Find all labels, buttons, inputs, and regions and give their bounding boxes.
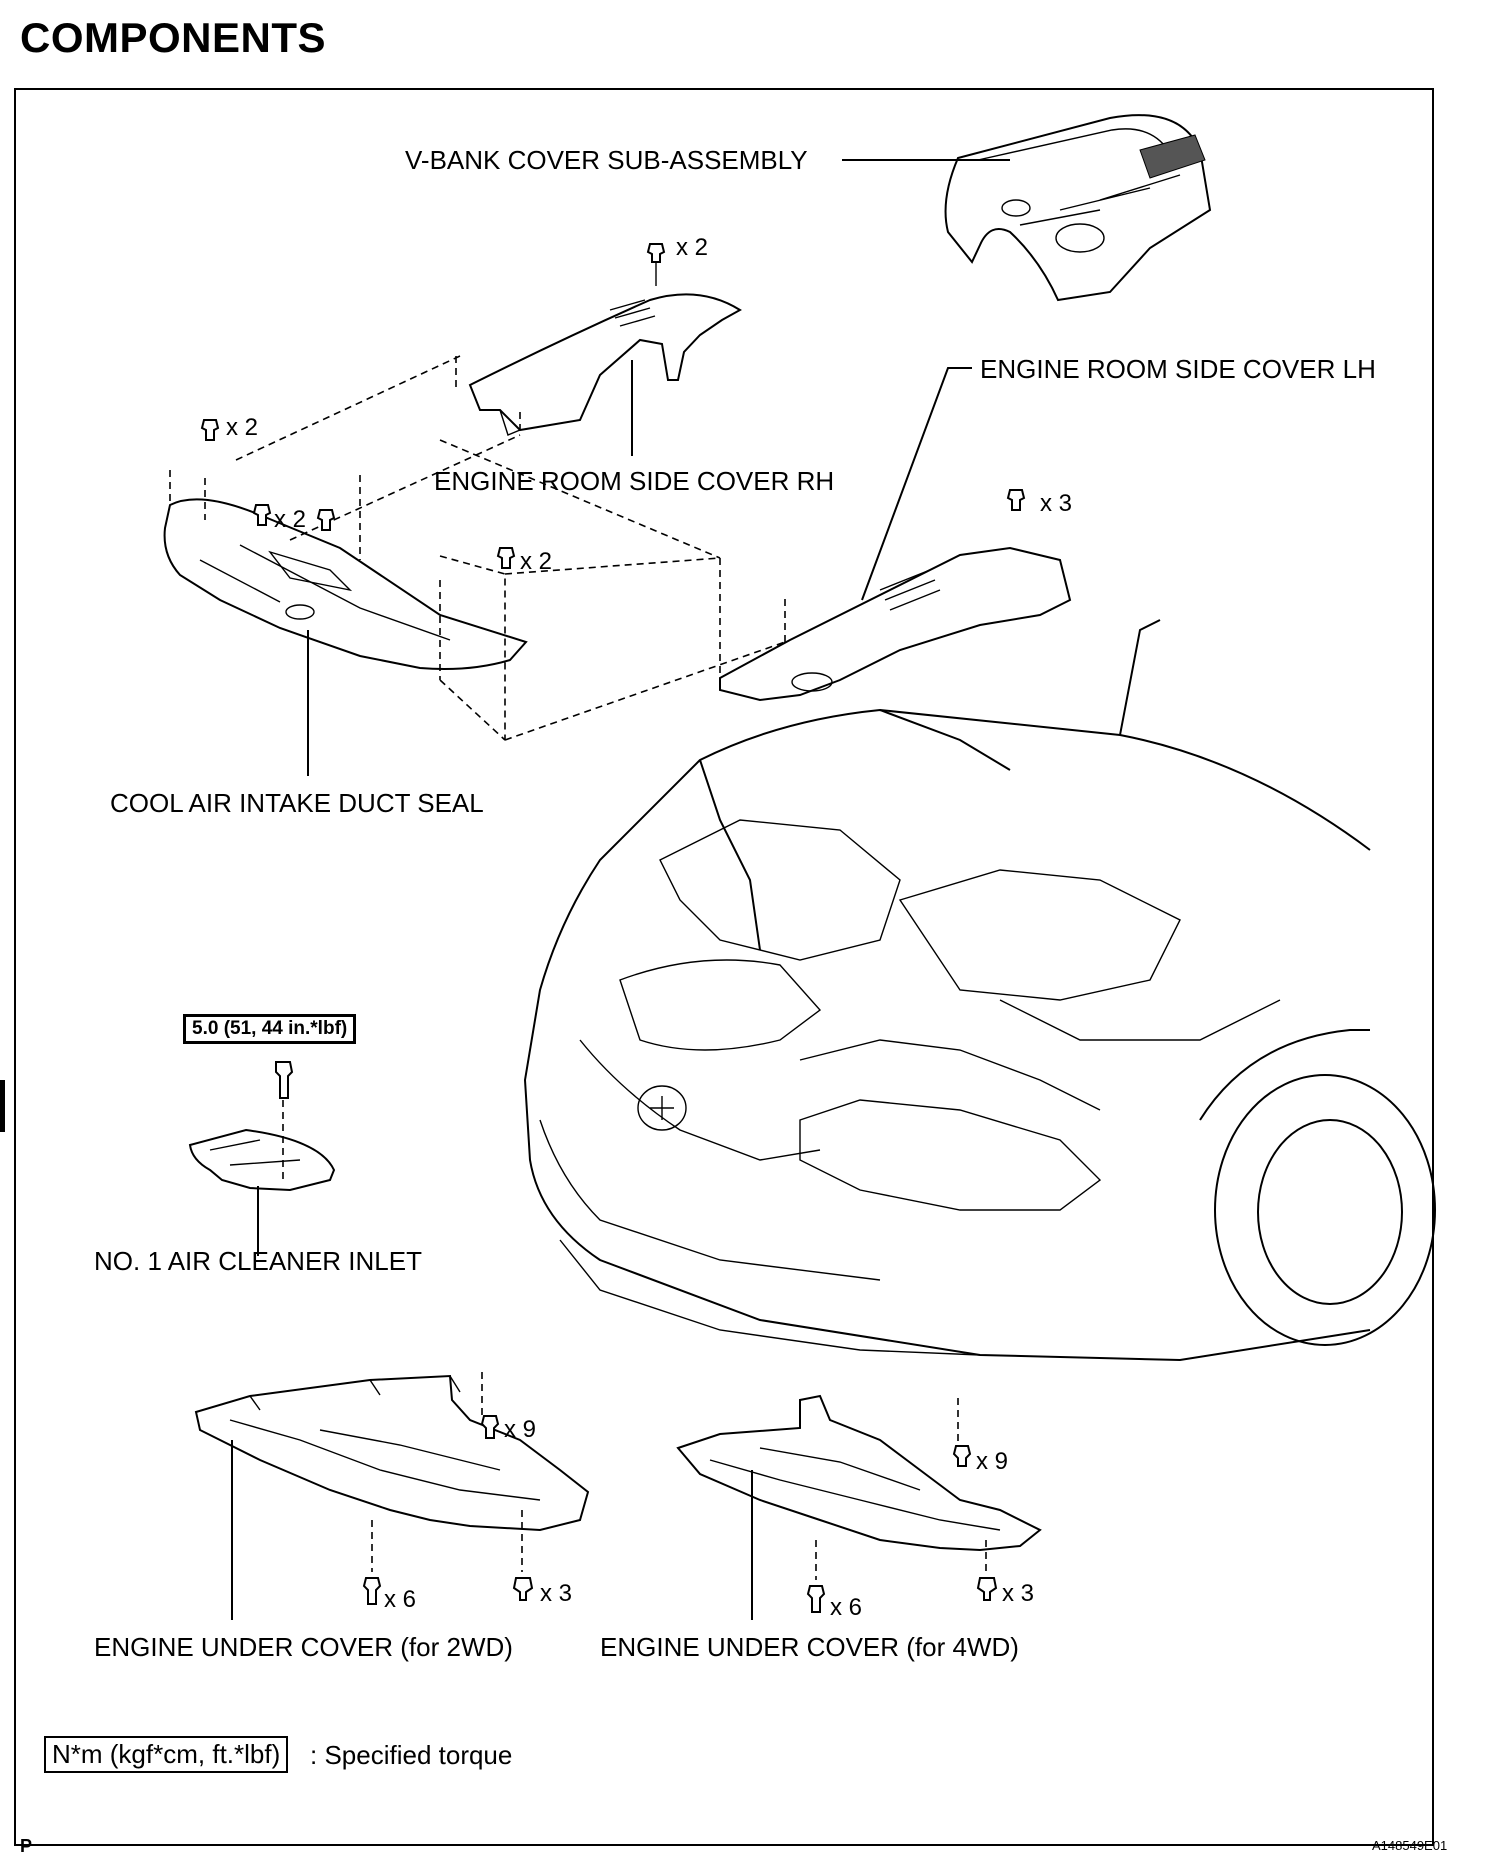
diagram-frame (14, 88, 1434, 1846)
side-cover-rh-part (468, 293, 742, 436)
figure-id: A148549E01 (1372, 1838, 1448, 1853)
count-under4wd-bolts-lower: x 6 (830, 1594, 863, 1621)
side-cover-lh-part (719, 546, 1072, 702)
count-under2wd-bolts-lower: x 6 (384, 1586, 417, 1613)
clip-icon (646, 243, 666, 263)
count-rh-cover-clips: x 2 (676, 234, 709, 261)
under-cover-4wd-part (676, 1394, 1042, 1552)
label-vbank-cover: V-BANK COVER SUB-ASSEMBLY (405, 145, 808, 175)
clip-icon (200, 419, 1026, 569)
side-cover-lh-leader (861, 367, 972, 601)
bolt-icon (806, 1445, 998, 1613)
legend-unit-box: N*m (kgf*cm, ft.*lbf) (44, 1736, 289, 1773)
bolt-icon (362, 1415, 534, 1605)
legend-description: : Specified torque (310, 1740, 513, 1770)
count-seal-clips-left: x 2 (226, 414, 259, 441)
torque-spec-box: 5.0 (51, 44 in.*lbf) (183, 1014, 357, 1044)
air-cleaner-inlet-part (188, 1061, 336, 1192)
label-intake-duct-seal: COOL AIR INTAKE DUCT SEAL (110, 788, 484, 818)
margin-marker (0, 1080, 5, 1132)
page-code: P (20, 1836, 33, 1856)
count-under2wd-bolts-upper: x 9 (504, 1416, 537, 1443)
label-side-cover-lh: ENGINE ROOM SIDE COVER LH (980, 354, 1376, 384)
count-seal-clips-right: x 2 (520, 548, 553, 575)
count-under4wd-clips: x 3 (1002, 1580, 1035, 1607)
count-under2wd-clips: x 3 (540, 1580, 573, 1607)
under-cover-2wd-part (194, 1374, 590, 1532)
label-under-cover-4wd: ENGINE UNDER COVER (for 4WD) (600, 1632, 1019, 1662)
label-air-cleaner-inlet: NO. 1 AIR CLEANER INLET (94, 1246, 422, 1276)
count-under4wd-bolts-upper: x 9 (976, 1448, 1009, 1475)
count-seal-clips-center: x 2 (274, 506, 307, 533)
intake-duct-seal-part (163, 498, 528, 670)
vbank-cover-part (944, 114, 1212, 302)
vehicle-front-illustration (523, 619, 1436, 1362)
page-title: COMPONENTS (20, 14, 327, 61)
label-under-cover-2wd: ENGINE UNDER COVER (for 2WD) (94, 1632, 513, 1662)
label-side-cover-rh: ENGINE ROOM SIDE COVER RH (434, 466, 835, 496)
count-lh-cover-clips: x 3 (1040, 490, 1073, 517)
